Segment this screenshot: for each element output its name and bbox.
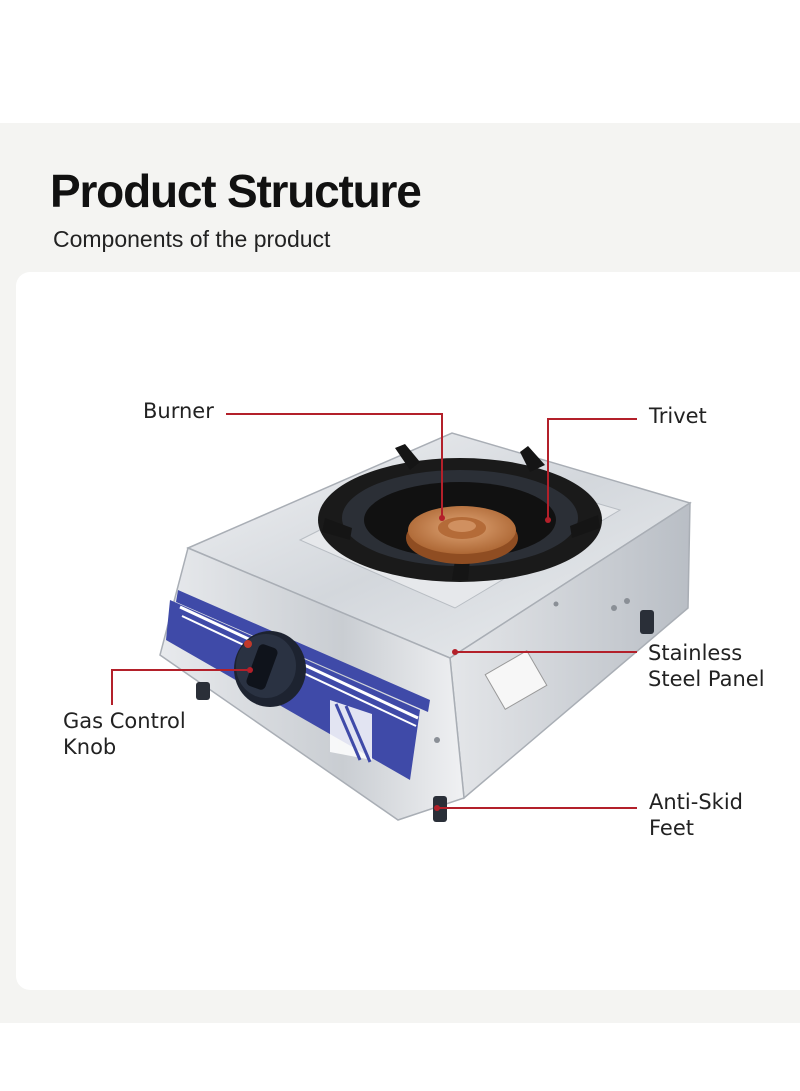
page-title: Product Structure (50, 165, 422, 217)
label-panel-line1: Stainless (648, 641, 743, 665)
page-subtitle: Components of the product (53, 226, 331, 252)
label-gas-control-knob: Gas Control Knob (63, 708, 186, 760)
label-anti-skid-feet: Anti-Skid Feet (649, 789, 743, 841)
label-burner: Burner (143, 399, 214, 423)
label-knob-line2: Knob (63, 735, 117, 759)
burner (406, 506, 518, 564)
label-feet-line2: Feet (649, 816, 695, 840)
callout-lines (111, 413, 637, 809)
callout-line-burner (226, 413, 443, 518)
callout-line-knob (111, 669, 250, 705)
side-screws (434, 598, 630, 743)
label-panel-line2: Steel Panel (648, 667, 765, 691)
label-stainless-steel-panel: Stainless Steel Panel (648, 640, 765, 692)
label-trivet: Trivet (649, 404, 707, 428)
callout-dots (247, 515, 551, 811)
label-feet-line1: Anti-Skid (649, 790, 743, 814)
label-knob-line1: Gas Control (63, 709, 186, 733)
callout-line-trivet (547, 418, 637, 520)
gas-control-knob (234, 631, 306, 707)
